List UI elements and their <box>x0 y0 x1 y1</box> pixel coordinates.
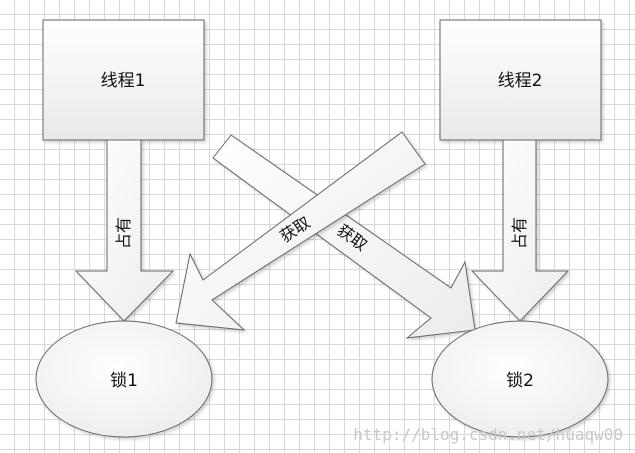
lock1-ellipse <box>35 320 213 438</box>
lock2-label: 锁2 <box>506 371 534 391</box>
lock1-label: 锁1 <box>110 371 138 391</box>
occupy-arrow-right <box>470 139 570 322</box>
occupy-label-right: 占有 <box>510 217 529 249</box>
lock2-ellipse <box>431 320 609 438</box>
thread1-box <box>42 19 205 141</box>
thread2-box <box>439 19 602 141</box>
thread1-label: 线程1 <box>101 71 146 91</box>
acquire-arrow-to-lock1 <box>175 131 426 331</box>
watermark: http://blog.csdn.net/huaqw00 <box>353 425 623 444</box>
acquire-arrow-to-lock2 <box>212 134 476 339</box>
thread2-label: 线程2 <box>498 71 543 91</box>
occupy-label-left: 占有 <box>114 217 133 249</box>
occupy-arrow-left <box>74 139 175 322</box>
